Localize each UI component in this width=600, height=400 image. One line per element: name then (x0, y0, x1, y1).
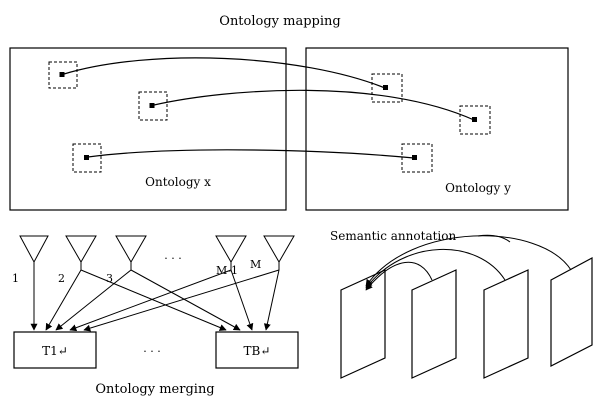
target-label-t1: T1↵ (42, 344, 68, 358)
source-antenna-m (263, 235, 295, 270)
concept-node-y3 (401, 143, 433, 173)
merge-arrow-m-right (263, 269, 280, 331)
merging-title: Ontology merging (95, 382, 214, 397)
ontology-x-label: Ontology x (145, 175, 211, 189)
concept-node-y1 (371, 73, 403, 103)
document-page-3 (483, 269, 529, 379)
source-antenna-1 (19, 235, 49, 331)
source-label-1: 1 (12, 272, 19, 285)
concept-node-y2 (459, 105, 491, 135)
merge-arrow-3-left (55, 269, 132, 331)
concept-node-x1 (48, 61, 78, 89)
mapping-line-1 (63, 57, 386, 89)
document-page-4 (550, 256, 593, 367)
source-dots: · · · (164, 252, 181, 265)
merge-arrow-2-left (45, 269, 82, 331)
target-box-tb (215, 331, 299, 369)
ontology-y-box (305, 47, 569, 211)
concept-node-x2 (138, 91, 168, 121)
merge-arrow-m1-right (230, 269, 254, 331)
annotation-arrow-4 (365, 235, 572, 287)
mapping-line-3 (87, 149, 415, 159)
annotation-title: Semantic annotation (330, 229, 456, 243)
source-label-m-1: M-1 (216, 264, 238, 277)
merge-arrow-m-left (83, 269, 280, 332)
document-page-2 (411, 269, 457, 379)
source-antenna-m-1 (215, 235, 247, 270)
target-label-tb: TB↵ (244, 344, 271, 358)
source-antenna-2 (65, 235, 97, 270)
target-dots: · · · (143, 345, 160, 358)
ontology-y-label: Ontology y (445, 181, 511, 195)
mapping-line-2 (153, 89, 475, 121)
merge-arrow-m1-left (69, 269, 232, 332)
annotation-arrow-3 (365, 249, 506, 289)
document-page-1 (340, 269, 386, 379)
mapping-title: Ontology mapping (219, 14, 340, 29)
target-box-t1 (13, 331, 97, 369)
merge-arrow-2-right (80, 269, 227, 331)
concept-node-x3 (72, 143, 102, 173)
annotation-arrow-2 (365, 261, 433, 291)
ontology-x-box (9, 47, 287, 211)
source-label-2: 2 (58, 272, 65, 285)
source-label-3: 3 (106, 272, 113, 285)
source-label-m: M (250, 258, 261, 271)
source-antenna-3 (115, 235, 147, 270)
merge-arrow-3-right (130, 269, 241, 331)
